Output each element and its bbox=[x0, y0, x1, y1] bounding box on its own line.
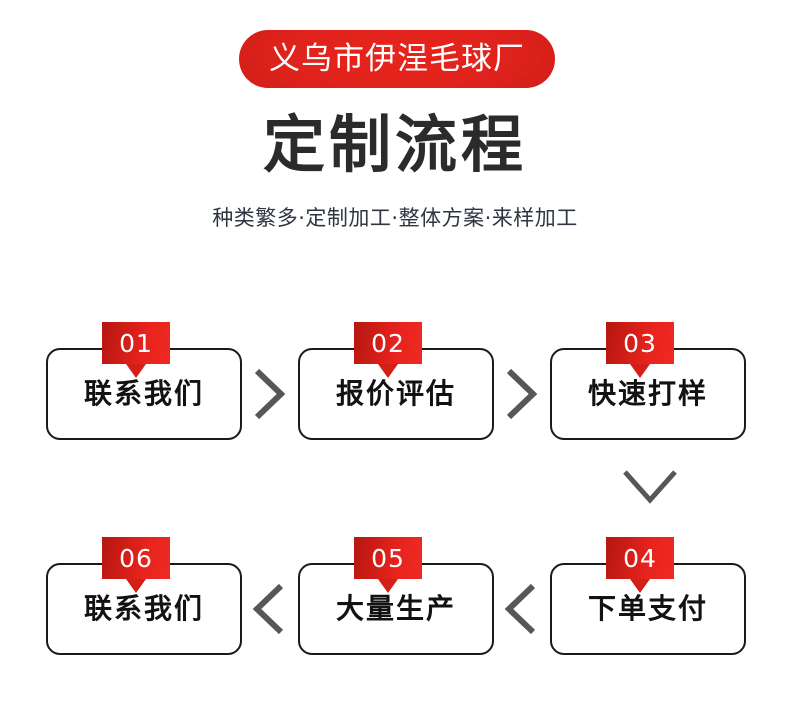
flow-step-04[interactable]: 下单支付 04 bbox=[550, 537, 746, 655]
tag-pointer-icon bbox=[378, 579, 398, 593]
chevron-left-icon bbox=[249, 582, 289, 636]
step-number: 02 bbox=[371, 328, 405, 358]
chevron-right-icon bbox=[249, 367, 289, 421]
step-box[interactable]: 联系我们 bbox=[46, 563, 242, 655]
step-number: 03 bbox=[623, 328, 657, 358]
chevron-down-icon bbox=[621, 466, 679, 508]
tag-pointer-icon bbox=[126, 579, 146, 593]
flow-step-03[interactable]: 快速打样 03 bbox=[550, 322, 746, 440]
brand-badge-label: 义乌市伊浧毛球厂 bbox=[269, 40, 525, 77]
step-box[interactable]: 下单支付 bbox=[550, 563, 746, 655]
page-title: 定制流程 bbox=[262, 108, 527, 181]
tag-pointer-icon bbox=[378, 364, 398, 378]
step-number-tag: 01 bbox=[102, 322, 170, 378]
step-label: 下单支付 bbox=[587, 592, 708, 625]
step-label: 快速打样 bbox=[587, 377, 708, 410]
tag-pointer-icon bbox=[630, 579, 650, 593]
flow-row-bottom: 联系我们 06 大量生产 05 bbox=[0, 528, 790, 668]
step-number-tag: 06 bbox=[102, 537, 170, 593]
chevron-left-icon bbox=[501, 582, 541, 636]
page-subtitle: 种类繁多·定制加工·整体方案·来样加工 bbox=[212, 206, 578, 230]
flow-row-top: 联系我们 01 报价评估 02 bbox=[0, 313, 790, 453]
step-number-tag: 03 bbox=[606, 322, 674, 378]
step-number: 01 bbox=[119, 328, 153, 358]
step-number-tag: 02 bbox=[354, 322, 422, 378]
step-number: 05 bbox=[371, 543, 405, 573]
flow-step-05[interactable]: 大量生产 05 bbox=[298, 537, 494, 655]
step-label: 大量生产 bbox=[335, 592, 456, 625]
step-box[interactable]: 大量生产 bbox=[298, 563, 494, 655]
step-label: 联系我们 bbox=[83, 592, 204, 625]
step-label: 报价评估 bbox=[335, 377, 456, 410]
tag-pointer-icon bbox=[126, 364, 146, 378]
tag-pointer-icon bbox=[630, 364, 650, 378]
flow-step-02[interactable]: 报价评估 02 bbox=[298, 322, 494, 440]
step-number-tag: 05 bbox=[354, 537, 422, 593]
chevron-right-icon bbox=[501, 367, 541, 421]
step-number-tag: 04 bbox=[606, 537, 674, 593]
step-number: 04 bbox=[623, 543, 657, 573]
brand-badge: 义乌市伊浧毛球厂 bbox=[239, 30, 555, 88]
flow-step-06[interactable]: 联系我们 06 bbox=[46, 537, 242, 655]
step-box[interactable]: 快速打样 bbox=[550, 348, 746, 440]
flow-step-01[interactable]: 联系我们 01 bbox=[46, 322, 242, 440]
step-number: 06 bbox=[119, 543, 153, 573]
step-label: 联系我们 bbox=[83, 377, 204, 410]
